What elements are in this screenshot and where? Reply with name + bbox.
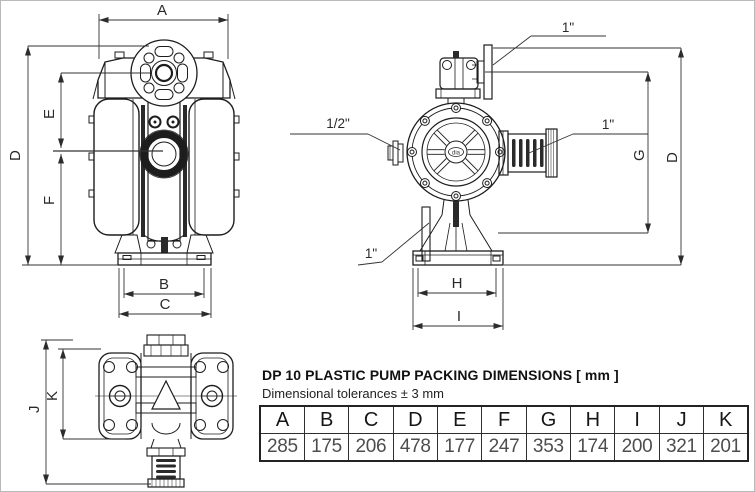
hub-logo: dia: [452, 151, 461, 157]
dim-value: 200: [614, 433, 660, 462]
title-block: DP 10 PLASTIC PUMP PACKING DIMENSIONS [ …: [262, 367, 742, 401]
dim-col-header: I: [614, 405, 660, 434]
front-dim-label-a: A: [157, 2, 167, 19]
top-view: J K: [26, 334, 237, 488]
dim-col-header: E: [436, 405, 483, 434]
front-dim-label-b: B: [159, 276, 169, 293]
dimensions-table-header-row: A B C D E F G H I J K: [259, 405, 749, 434]
front-dim-label-d: D: [7, 150, 24, 161]
dimensions-table: A B C D E F G H I J K 285 175 206 478 17…: [259, 405, 749, 462]
dim-col-header: F: [481, 405, 527, 434]
front-dim-label-f: F: [41, 196, 58, 205]
port-label-left: 1/2": [326, 116, 350, 131]
front-dim-label-c: C: [160, 296, 171, 313]
dimensions-table-value-row: 285 175 206 478 177 247 353 174 200 321 …: [259, 433, 749, 462]
dim-value: 247: [481, 433, 527, 462]
port-label-top: 1": [562, 20, 575, 35]
dim-col-header: K: [703, 405, 749, 434]
side-dim-label-i: I: [457, 308, 461, 325]
front-dim-label-e: E: [41, 109, 58, 119]
dim-value: 353: [525, 433, 572, 462]
dim-col-header: A: [259, 405, 305, 434]
port-label-bottom: 1": [365, 246, 378, 261]
dim-value: 478: [392, 433, 438, 462]
front-view: A D E F B C: [7, 2, 240, 318]
dim-value: 201: [703, 433, 749, 462]
top-dim-label-k: K: [44, 391, 61, 401]
dim-value: 174: [570, 433, 616, 462]
dim-col-header: G: [525, 405, 572, 434]
dim-col-header: B: [303, 405, 350, 434]
drawing-title: DP 10 PLASTIC PUMP PACKING DIMENSIONS [ …: [262, 367, 619, 383]
side-dim-label-d: D: [664, 152, 681, 163]
dim-value: 285: [259, 433, 305, 462]
top-dim-label-j: J: [26, 406, 43, 414]
dim-value: 177: [436, 433, 483, 462]
side-dim-label-g: G: [631, 149, 648, 161]
dim-col-header: D: [392, 405, 438, 434]
side-dim-label-h: H: [452, 275, 463, 292]
dim-col-header: H: [570, 405, 616, 434]
dim-col-header: J: [658, 405, 705, 434]
dim-value: 175: [303, 433, 350, 462]
dim-value: 206: [348, 433, 394, 462]
side-view: dia: [290, 20, 684, 330]
port-label-right: 1": [602, 117, 615, 132]
tolerance-note: Dimensional tolerances ± 3 mm: [262, 386, 444, 401]
dim-col-header: C: [348, 405, 394, 434]
dim-value: 321: [658, 433, 705, 462]
